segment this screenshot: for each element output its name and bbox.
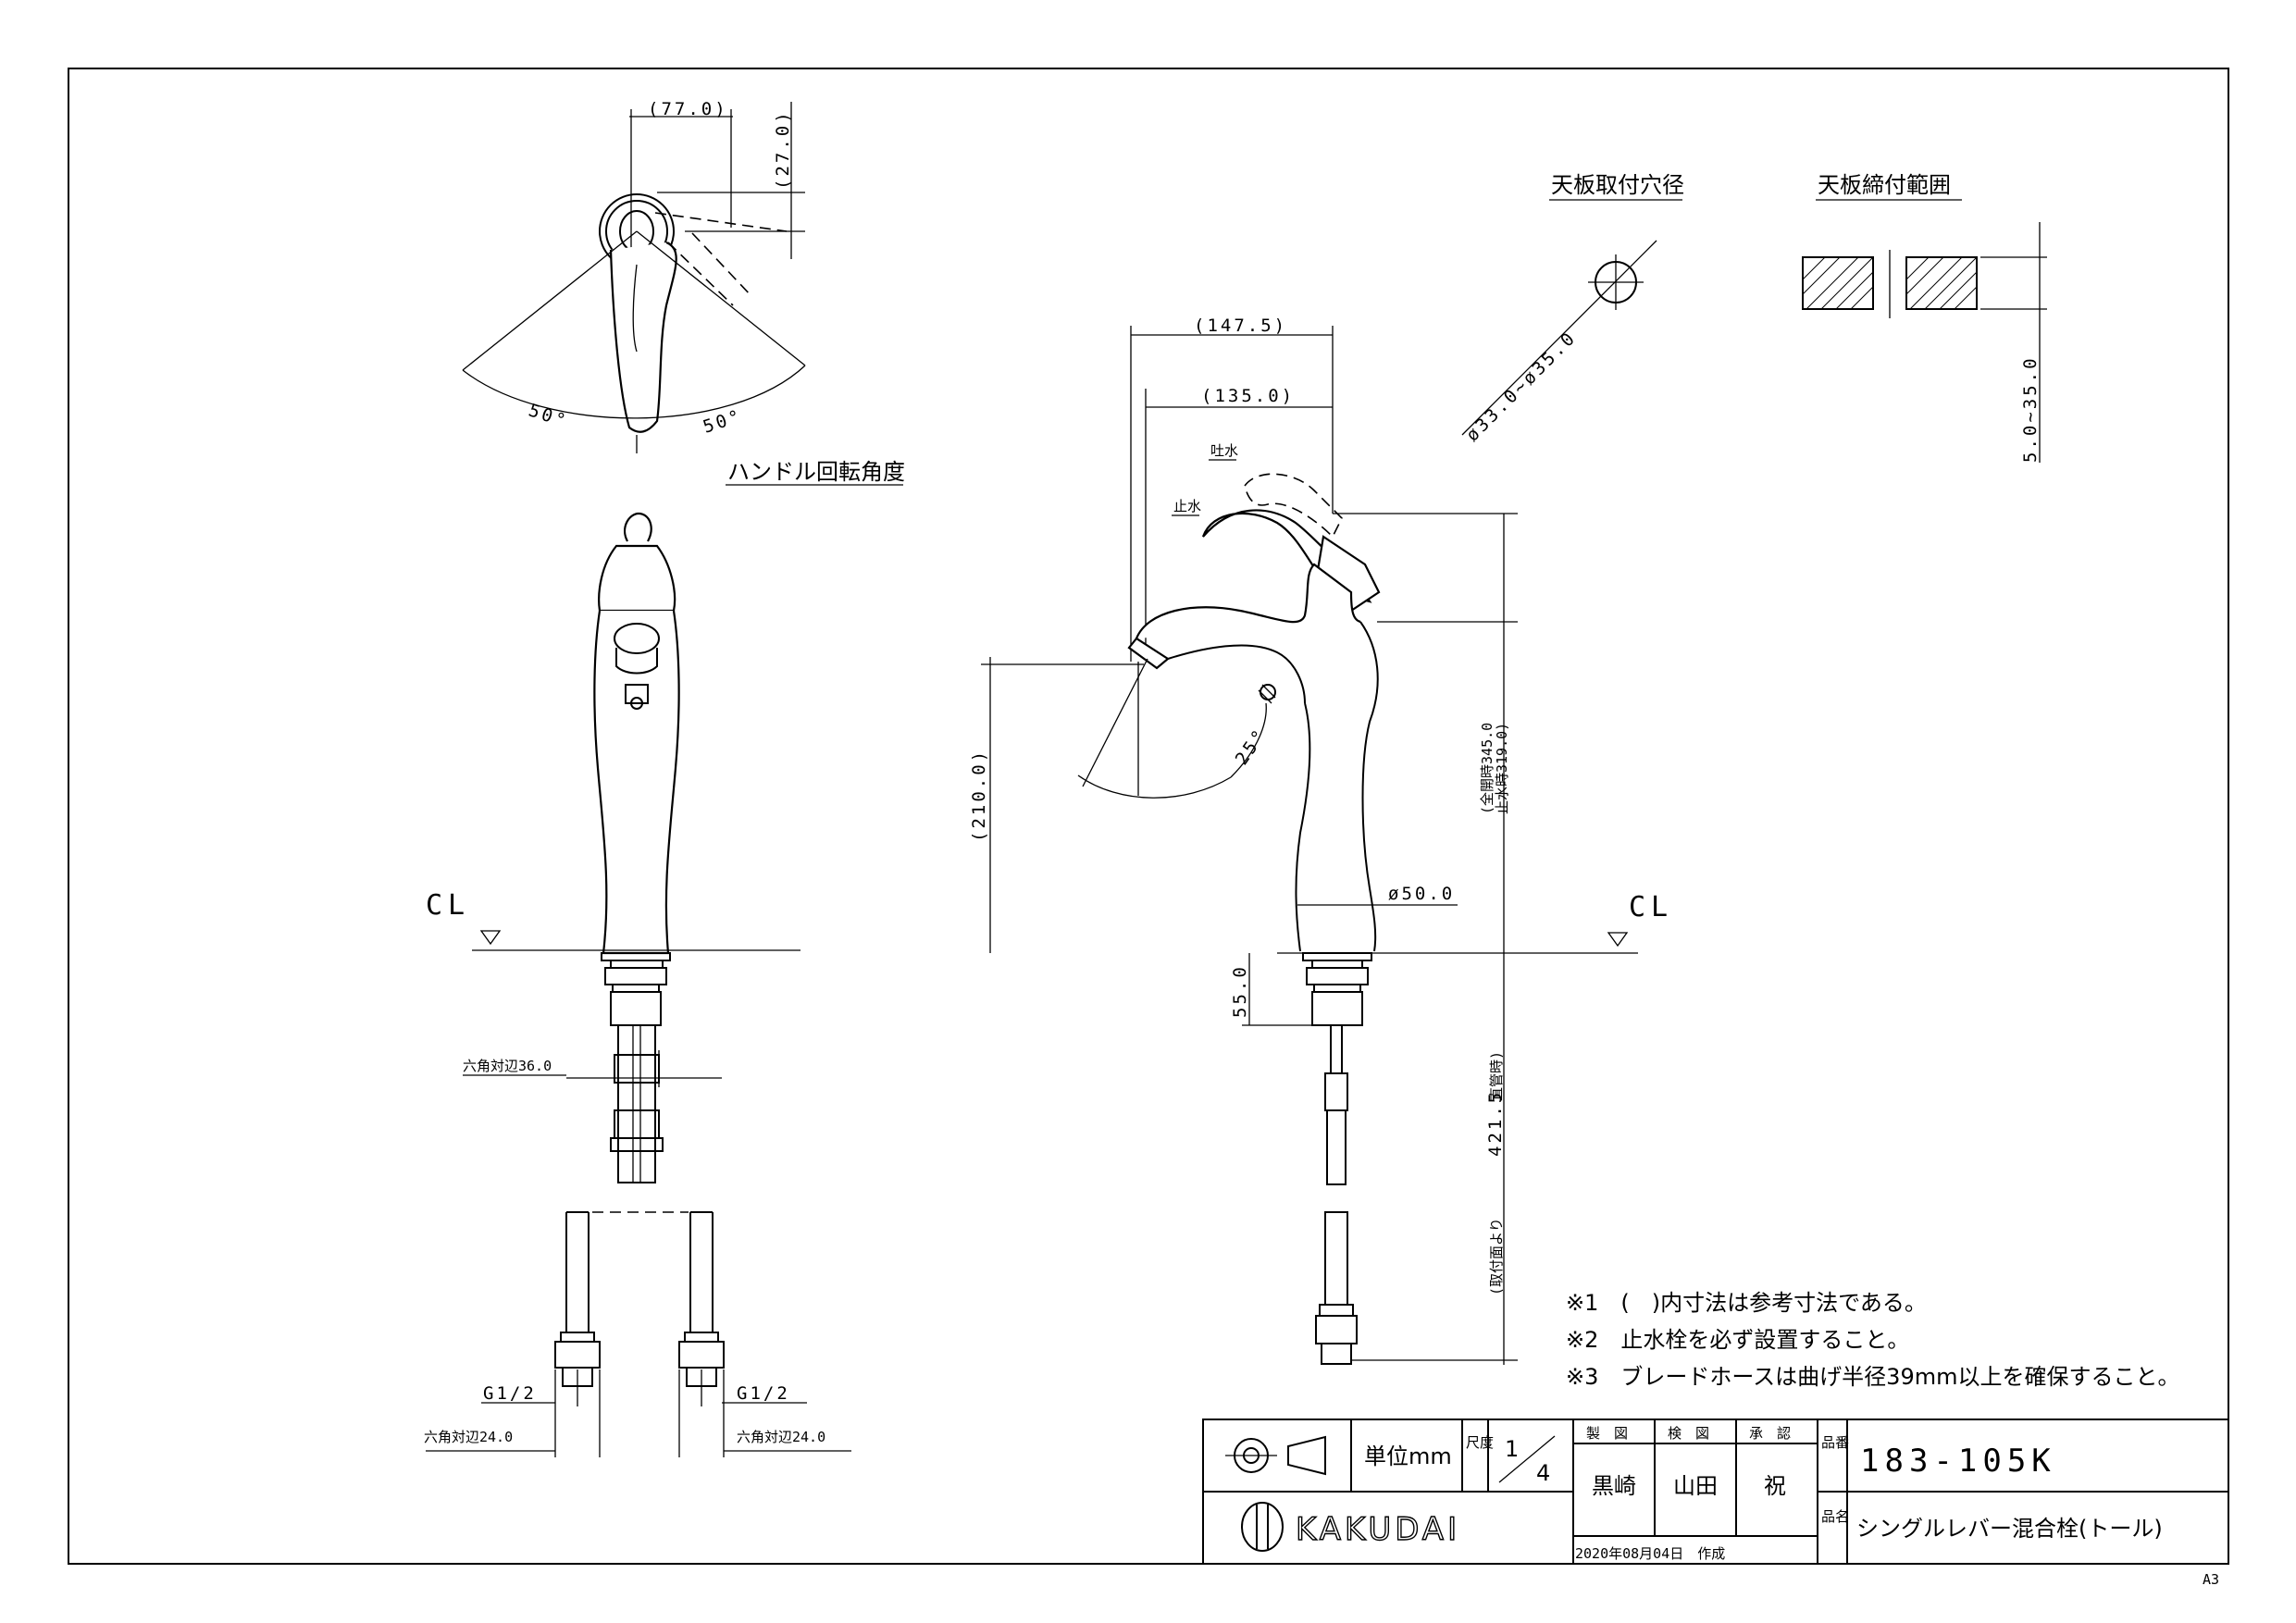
scale-numerator: 1 — [1505, 1436, 1519, 1462]
part-no-label: 品番 — [1821, 1434, 1849, 1451]
dim-body-diameter: ø50.0 — [1388, 884, 1455, 904]
drawn-label: 製 図 — [1586, 1425, 1628, 1442]
counter-thickness-dim: 5.0~35.0 — [2020, 355, 2041, 463]
label-discharge: 吐水 — [1210, 442, 1238, 459]
thread-left: G1/2 — [483, 1383, 537, 1404]
dim-mount-depth: 55.0 — [1230, 964, 1250, 1018]
date-created: 2020年08月04日 作成 — [1575, 1545, 1725, 1562]
checked-by: 山田 — [1673, 1473, 1718, 1499]
dim-handle-width: (77.0) — [648, 99, 728, 119]
checked-label: 検 図 — [1668, 1425, 1709, 1442]
dim-handle-height: (27.0) — [773, 109, 793, 190]
dim-hose-length: 421.5 — [1485, 1090, 1506, 1157]
note-2: ※2 止水栓を必ず設置すること。 — [1566, 1327, 1909, 1353]
cl-label-left: CL — [426, 889, 470, 922]
counter-hole-dim: ø33.0~ø35.0 — [1462, 328, 1581, 446]
angle-left: 50° — [527, 401, 571, 432]
handle-rotation-label: ハンドル回転角度 — [727, 459, 905, 485]
angle-spout: 25° — [1232, 725, 1272, 769]
dim-hex-24-left: 六角対辺24.0 — [424, 1429, 513, 1445]
company-name: KAKUDAI — [1296, 1511, 1460, 1548]
part-no: 183-105K — [1860, 1443, 2056, 1480]
unit-label: 単位mm — [1364, 1443, 1452, 1469]
approved-label: 承 認 — [1749, 1425, 1791, 1442]
dim-hose-suffix: 直管時) — [1488, 1051, 1505, 1101]
sheet-size: A3 — [2203, 1571, 2219, 1588]
counter-thickness-title: 天板締付範囲 — [1818, 172, 1951, 198]
name-label: 品名 — [1821, 1508, 1849, 1525]
cl-label-right: CL — [1629, 891, 1673, 923]
counter-thickness-detail: 天板締付範囲 5.0~35.0 — [1802, 172, 2047, 463]
title-block: 単位mm 尺度 1 4 製 図 検 図 承 認 黒崎 山田 祝 品番 183-1… — [1202, 1419, 2229, 1565]
scale-label: 尺度 — [1466, 1434, 1494, 1451]
dim-hex-24-right: 六角対辺24.0 — [737, 1429, 825, 1445]
note-3: ※3 ブレードホースは曲げ半径39mm以上を確保すること。 — [1566, 1364, 2179, 1390]
dim-height-closed: 止水時319.0) — [1494, 723, 1510, 814]
handle-top-view: (77.0) (27.0) 50° 50° ハンドル回転角度 — [462, 99, 905, 486]
approved-by: 祝 — [1764, 1473, 1786, 1499]
dim-hex-36: 六角対辺36.0 — [463, 1058, 552, 1074]
note-1: ※1 ( )内寸法は参考寸法である。 — [1566, 1290, 1927, 1316]
dim-spout-reach: (135.0) — [1201, 386, 1295, 406]
front-view: 六角対辺36.0 CL G1/2 G1/2 六角対辺24.0 六角対辺24.0 — [424, 512, 851, 1457]
label-stop: 止水 — [1173, 498, 1201, 514]
counter-hole-detail: 天板取付穴径 ø33.0~ø35.0 — [1461, 172, 1684, 446]
thread-right: G1/2 — [737, 1383, 790, 1404]
dim-hose-prefix: (取付面より — [1488, 1218, 1505, 1295]
dim-height-full: (全開時345.0 — [1479, 723, 1496, 814]
dim-total-reach: (147.5) — [1194, 316, 1287, 336]
product-name: シングルレバー混合栓(トール) — [1856, 1516, 2163, 1542]
kakudai-logo: KAKUDAI — [1241, 1502, 1460, 1552]
side-view: (147.5) (135.0) 吐水 止水 25° (210.0) ø50.0 … — [969, 316, 1673, 1365]
notes: ※1 ( )内寸法は参考寸法である。 ※2 止水栓を必ず設置すること。 ※3 ブ… — [1566, 1290, 2179, 1390]
drawn-by: 黒崎 — [1592, 1473, 1636, 1499]
counter-hole-title: 天板取付穴径 — [1551, 172, 1684, 198]
dim-spout-height: (210.0) — [969, 749, 989, 842]
scale-denominator: 4 — [1536, 1460, 1550, 1486]
sheet-border — [68, 68, 2229, 1565]
